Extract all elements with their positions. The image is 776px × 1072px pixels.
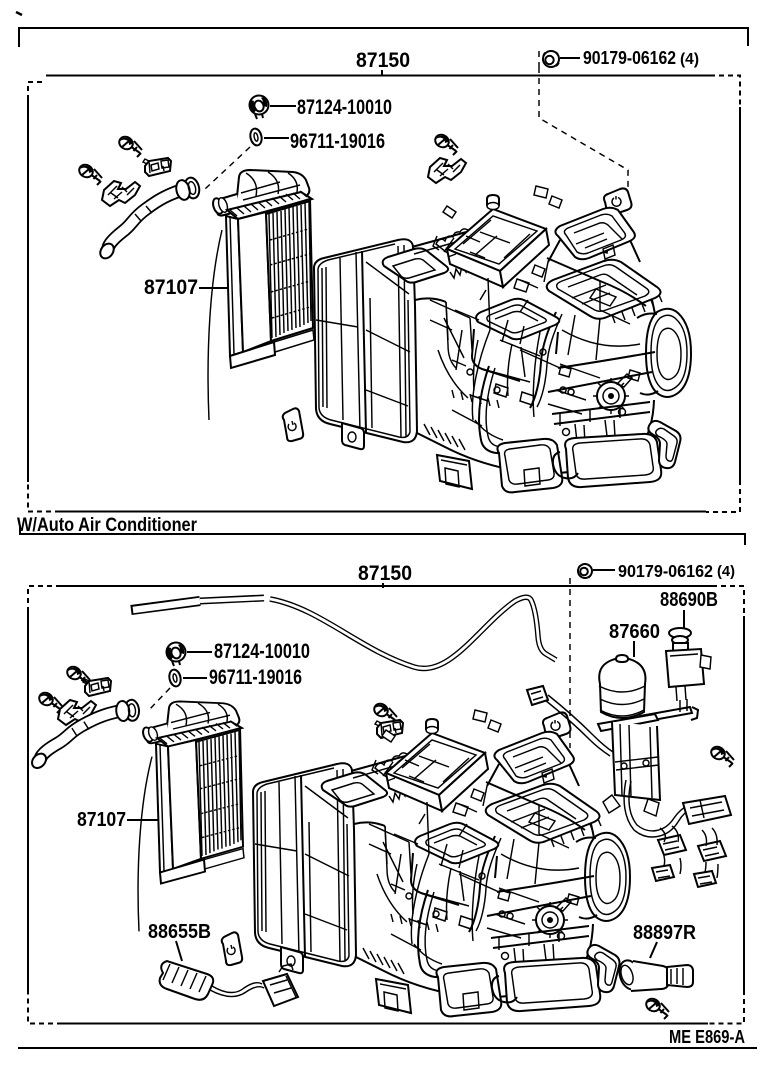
- svg-text:87150: 87150: [356, 49, 410, 72]
- svg-text:W/Auto Air Conditioner: W/Auto Air Conditioner: [17, 515, 198, 536]
- svg-text:90179-06162: 90179-06162: [618, 561, 713, 581]
- svg-text:87150: 87150: [358, 562, 412, 585]
- svg-text:87124-10010: 87124-10010: [297, 96, 392, 119]
- svg-text:87124-10010: 87124-10010: [214, 640, 310, 663]
- svg-text:88690B: 88690B: [660, 589, 718, 611]
- svg-text:96711-19016: 96711-19016: [290, 130, 385, 153]
- svg-text:87107: 87107: [144, 276, 198, 299]
- svg-text:(4): (4): [717, 563, 735, 580]
- svg-text:96711-19016: 96711-19016: [209, 666, 302, 689]
- svg-text:88897R: 88897R: [633, 922, 696, 944]
- svg-text:87660: 87660: [609, 621, 660, 643]
- svg-text:(4): (4): [680, 51, 699, 68]
- svg-text:88655B: 88655B: [148, 921, 211, 943]
- svg-text:ME E869-A: ME E869-A: [669, 1027, 745, 1047]
- svg-text:90179-06162: 90179-06162: [583, 48, 676, 68]
- svg-text:87107: 87107: [77, 809, 126, 831]
